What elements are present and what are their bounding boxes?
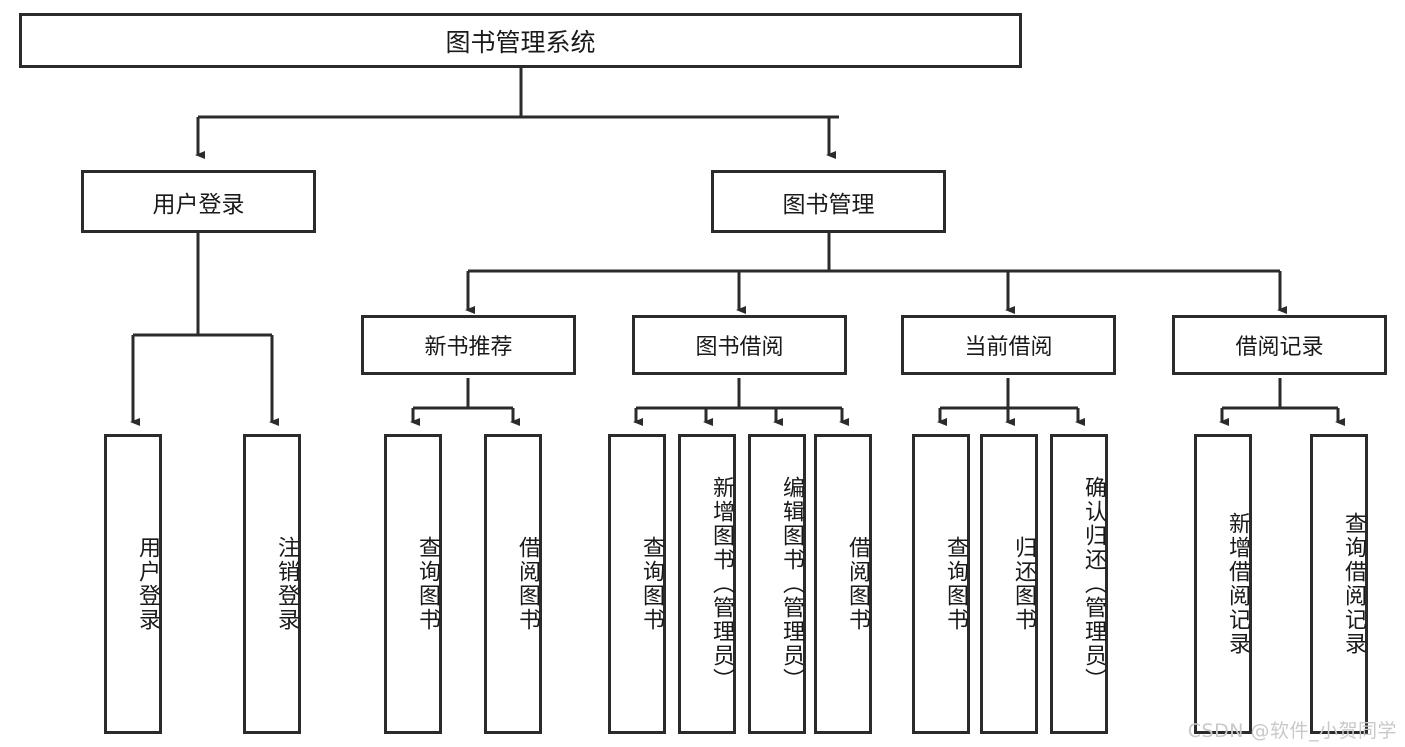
node-label: 编辑图书（管理员） xyxy=(779,476,804,692)
node-label: 新书推荐 xyxy=(424,335,513,360)
leaf-confirm-return-admin[interactable]: 确认归还（管理员） xyxy=(1050,434,1108,734)
node-current-borrow[interactable]: 当前借阅 xyxy=(901,315,1116,375)
node-label: 确认归还（管理员） xyxy=(1081,476,1106,692)
node-label: 查询图书 xyxy=(415,536,440,632)
leaf-query-borrow-record[interactable]: 查询借阅记录 xyxy=(1310,434,1368,734)
node-label: 归还图书 xyxy=(1011,536,1036,632)
leaf-user-login[interactable]: 用户登录 xyxy=(104,434,162,734)
node-label: 图书借阅 xyxy=(695,335,784,360)
node-label: 查询图书 xyxy=(639,536,664,632)
node-label: 用户登录 xyxy=(135,536,160,632)
node-label: 借阅图书 xyxy=(845,536,870,632)
node-label: 查询借阅记录 xyxy=(1341,512,1366,656)
leaf-add-book-admin[interactable]: 新增图书（管理员） xyxy=(678,434,736,734)
node-label: 借阅图书 xyxy=(515,536,540,632)
node-book-management[interactable]: 图书管理 xyxy=(711,170,946,233)
leaf-query-book-current[interactable]: 查询图书 xyxy=(912,434,970,734)
node-borrow-record[interactable]: 借阅记录 xyxy=(1172,315,1387,375)
node-user-login[interactable]: 用户登录 xyxy=(81,170,316,233)
leaf-logout-login[interactable]: 注销登录 xyxy=(243,434,301,734)
node-label: 注销登录 xyxy=(274,536,299,632)
leaf-borrow-book-recommend[interactable]: 借阅图书 xyxy=(484,434,542,734)
leaf-query-book-recommend[interactable]: 查询图书 xyxy=(384,434,442,734)
leaf-return-book[interactable]: 归还图书 xyxy=(980,434,1038,734)
leaf-borrow-book[interactable]: 借阅图书 xyxy=(814,434,872,734)
node-label: 用户登录 xyxy=(152,191,245,218)
node-new-book-recommend[interactable]: 新书推荐 xyxy=(361,315,576,375)
node-label: 图书管理系统 xyxy=(445,27,596,57)
node-root-book-management-system[interactable]: 图书管理系统 xyxy=(19,13,1022,68)
leaf-query-book-borrow[interactable]: 查询图书 xyxy=(608,434,666,734)
leaf-edit-book-admin[interactable]: 编辑图书（管理员） xyxy=(748,434,806,734)
node-label: 当前借阅 xyxy=(964,335,1053,360)
node-label: 图书管理 xyxy=(782,191,875,218)
leaf-add-borrow-record[interactable]: 新增借阅记录 xyxy=(1194,434,1252,734)
node-label: 新增图书（管理员） xyxy=(709,476,734,692)
node-label: 新增借阅记录 xyxy=(1225,512,1250,656)
node-label: 借阅记录 xyxy=(1235,335,1324,360)
node-label: 查询图书 xyxy=(943,536,968,632)
node-book-borrow[interactable]: 图书借阅 xyxy=(632,315,847,375)
csdn-watermark: CSDN @软件_小贺同学 xyxy=(1187,720,1397,742)
